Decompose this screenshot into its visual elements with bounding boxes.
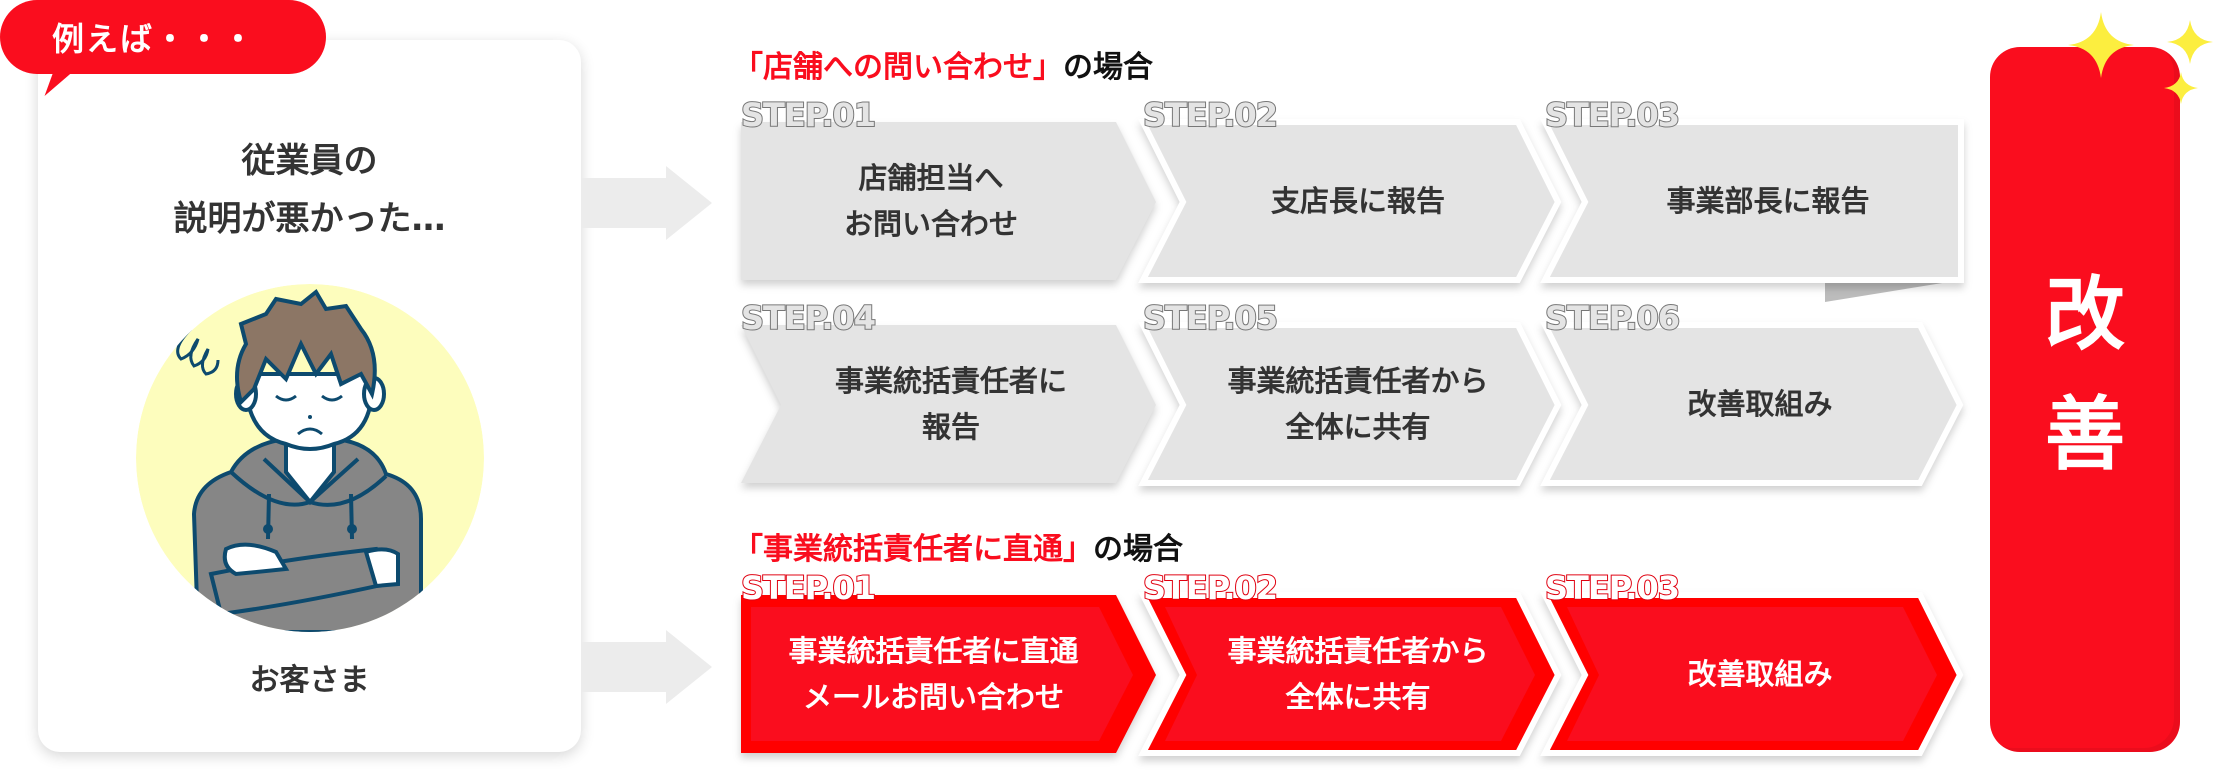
flow-arrow-icon	[581, 630, 712, 704]
direct-flow-title: 「事業統括責任者に直通」の場合	[733, 524, 1183, 568]
step-text: 事業統括責任者に直通 メールお問い合わせ	[788, 634, 1079, 714]
step-shape	[1138, 119, 1562, 283]
step-number: STEP.01	[740, 95, 877, 135]
step-text: 支店長に報告	[1270, 184, 1445, 218]
improvement-text: 改 善	[2045, 268, 2125, 481]
sparkle-icon	[2068, 12, 2213, 104]
step-shape	[1540, 592, 1964, 756]
customer-label: お客さま	[249, 663, 370, 698]
step-shape	[741, 122, 1156, 280]
store-flow-title-highlight: 「店舗への問い合わせ」	[733, 50, 1063, 85]
case-title-line2: 説明が悪かった…	[173, 199, 446, 239]
example-speech-bubble: 例えば・・・	[0, 0, 326, 74]
step-text: 店舗担当へ お問い合わせ	[843, 161, 1018, 241]
case-title-line1: 従業員の	[241, 141, 378, 181]
step-number: STEP.04	[740, 298, 877, 338]
step-number: STEP.05	[1142, 298, 1279, 338]
step-shape	[1540, 322, 1964, 486]
step-number: STEP.06	[1544, 298, 1681, 338]
step-text: 事業統括責任者から 全体に共有	[1227, 364, 1489, 444]
customer-illustration	[136, 284, 484, 632]
improvement-box	[1990, 47, 2180, 752]
step-number: STEP.01	[740, 568, 877, 608]
direct-flow-title-suffix: の場合	[1093, 532, 1183, 567]
example-bubble-label: 例えば・・・	[52, 20, 257, 58]
step-shape	[741, 325, 1156, 483]
direct-flow-title-highlight: 「事業統括責任者に直通」	[733, 532, 1093, 567]
step-text: 事業統括責任者に 報告	[834, 364, 1067, 444]
store-flow-title: 「店舗への問い合わせ」の場合	[733, 42, 1153, 86]
step-text: 改善取組み	[1687, 387, 1833, 421]
step-number: STEP.02	[1142, 95, 1279, 135]
step-text: 改善取組み	[1687, 657, 1833, 691]
step-shape	[741, 595, 1156, 753]
step-number: STEP.03	[1544, 95, 1681, 135]
step-shape	[1138, 322, 1562, 486]
step-number: STEP.02	[1142, 568, 1279, 608]
step-text: 事業統括責任者から 全体に共有	[1227, 634, 1489, 714]
step-shape	[1138, 592, 1562, 756]
step-text: 事業部長に報告	[1666, 184, 1870, 218]
step-number: STEP.03	[1544, 568, 1681, 608]
step-shape	[1540, 119, 1964, 302]
store-flow-title-suffix: の場合	[1063, 50, 1153, 85]
flow-arrow-icon	[581, 166, 712, 240]
confused-customer-icon	[136, 284, 484, 632]
case-title: 従業員の 説明が悪かった…	[38, 132, 581, 248]
